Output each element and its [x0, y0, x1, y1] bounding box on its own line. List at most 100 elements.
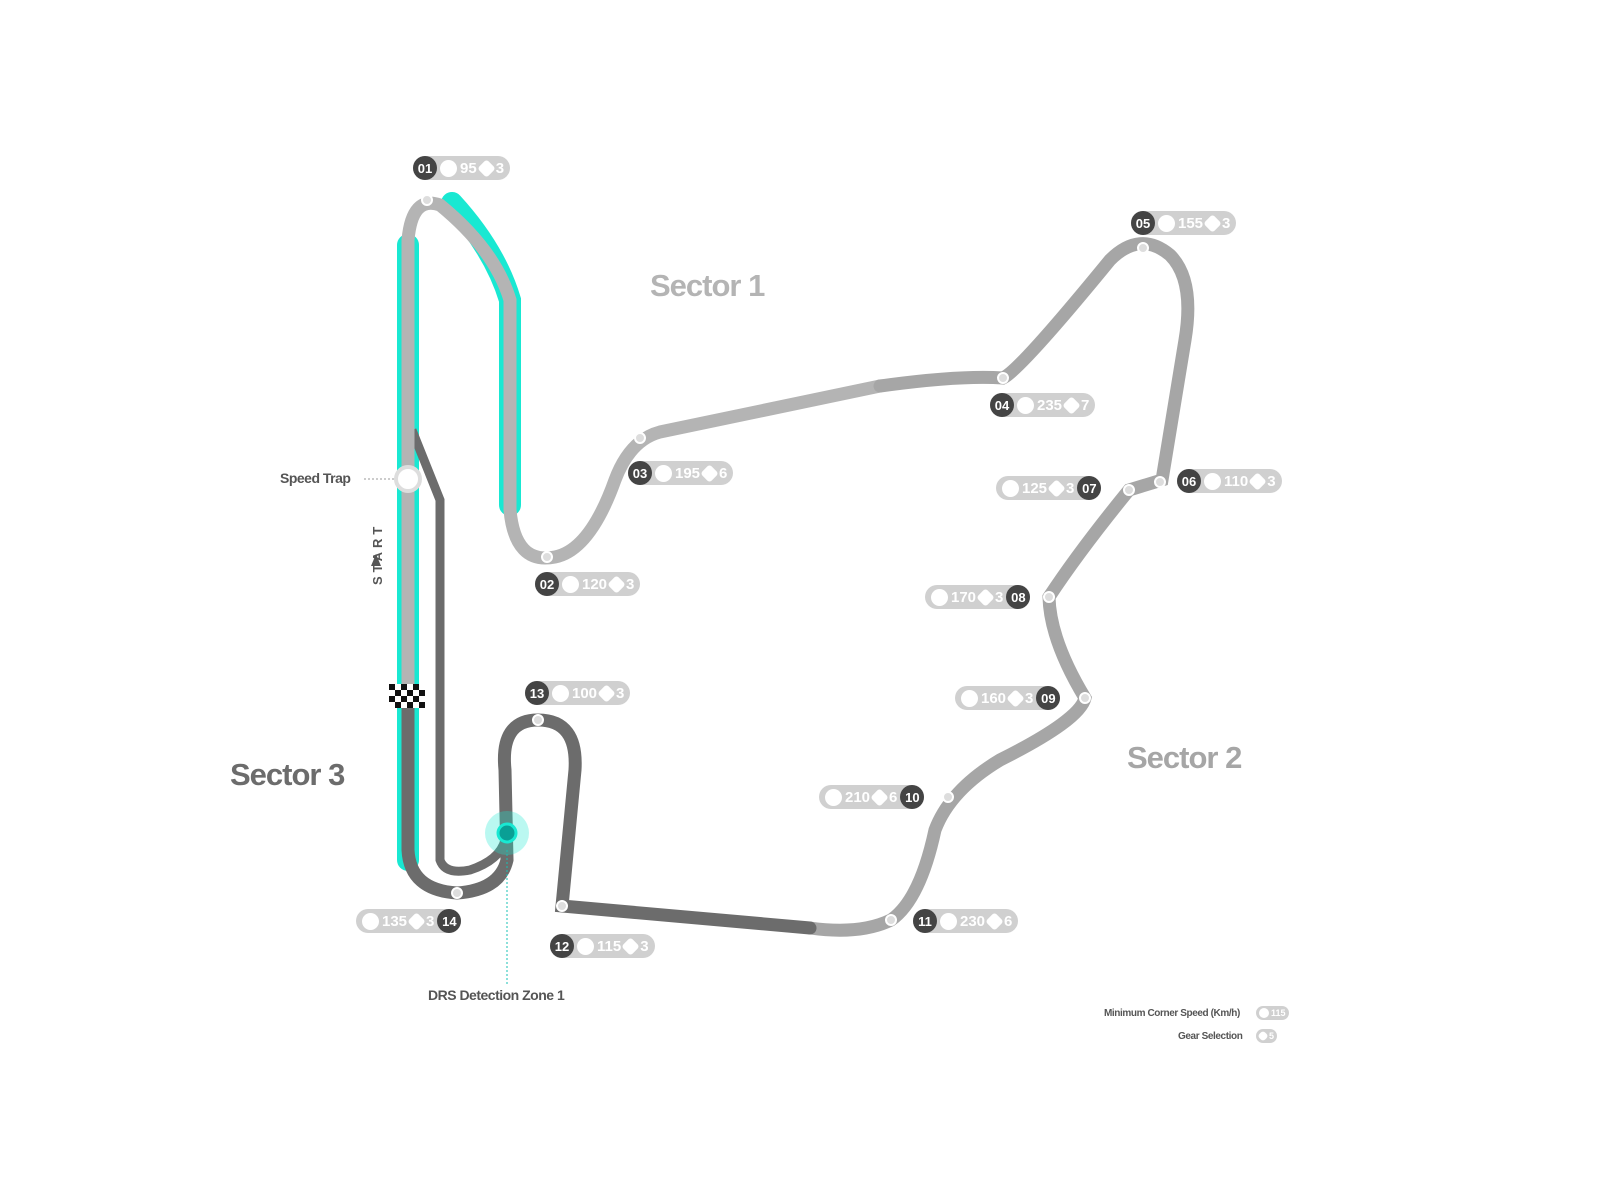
gear-icon: [1062, 395, 1081, 415]
gear-icon: [1203, 213, 1222, 233]
corner-04-info: 04 235 7: [990, 393, 1096, 417]
sector-1-label: Sector 1: [650, 268, 765, 303]
corner-gear: 3: [1025, 689, 1034, 707]
corner-03-marker: [634, 432, 646, 444]
start-arrow-icon: [371, 554, 381, 566]
corner-speed: 160: [981, 689, 1007, 707]
sector-2-label: Sector 2: [1127, 740, 1242, 775]
corner-gear: 3: [616, 684, 625, 702]
gear-icon: [1006, 688, 1025, 708]
corner-speed: 110: [1224, 472, 1249, 490]
corner-gear: 7: [1081, 396, 1090, 414]
start-label: START: [370, 522, 385, 585]
speedometer-icon: [562, 575, 579, 593]
corner-number: 10: [900, 785, 925, 809]
gear-icon: [1257, 1030, 1269, 1042]
corner-gear: 3: [1267, 472, 1276, 490]
corner-speed: 120: [582, 575, 608, 593]
corner-03-info: 03 195 6: [628, 461, 734, 485]
drs-detection-label: DRS Detection Zone 1: [428, 987, 565, 1003]
gear-icon: [1047, 478, 1066, 498]
corner-13-marker: [532, 714, 544, 726]
speedometer-icon: [1204, 472, 1221, 490]
legend-gear-label: Gear Selection: [1178, 1031, 1243, 1042]
corner-gear: 3: [640, 937, 649, 955]
corner-speed: 235: [1037, 396, 1063, 414]
speedometer-icon: [1259, 1008, 1269, 1018]
pit-lane: [407, 428, 510, 876]
corner-gear: 6: [1004, 912, 1013, 930]
corner-11-info: 11 230 6: [913, 909, 1019, 933]
corner-speed: 195: [675, 464, 701, 482]
speedometer-icon: [577, 937, 594, 955]
speed-trap-label: Speed Trap: [280, 470, 351, 486]
corner-speed: 100: [572, 684, 598, 702]
corner-number: 03: [628, 461, 652, 485]
speedometer-icon: [931, 588, 948, 606]
corner-speed: 155: [1178, 214, 1204, 232]
speedometer-icon: [362, 912, 379, 930]
corner-01-marker: [421, 194, 433, 206]
corner-gear: 6: [719, 464, 728, 482]
corner-speed: 210: [845, 788, 871, 806]
corner-10-marker: [942, 791, 954, 803]
corner-speed: 170: [951, 588, 977, 606]
legend-gear-pill: 5: [1256, 1029, 1278, 1043]
corner-gear: 3: [1066, 479, 1075, 497]
gear-icon: [597, 683, 616, 703]
corner-gear: 3: [426, 912, 435, 930]
corner-number: 11: [913, 909, 937, 933]
corner-number: 12: [550, 934, 574, 958]
corner-speed: 95: [460, 159, 477, 177]
gear-icon: [985, 911, 1004, 931]
gear-icon: [607, 574, 626, 594]
corner-12-info: 12 115 3: [550, 934, 655, 958]
corner-05-marker: [1137, 242, 1149, 254]
track-sector-2: [803, 237, 1195, 937]
corner-gear: 3: [1222, 214, 1231, 232]
corner-number: 13: [525, 681, 549, 705]
corner-number: 06: [1177, 469, 1201, 493]
start-finish-flag-icon: [389, 684, 425, 708]
corner-02-marker: [541, 551, 553, 563]
speedometer-icon: [825, 788, 842, 806]
gear-icon: [407, 911, 426, 931]
corner-06-marker: [1154, 476, 1166, 488]
speedometer-icon: [1158, 214, 1175, 232]
legend-gear-value: 5: [1269, 1031, 1275, 1041]
corner-speed: 135: [382, 912, 408, 930]
corner-02-info: 02 120 3: [535, 572, 641, 596]
corner-12-marker: [556, 900, 568, 912]
legend-speed-value: 115: [1271, 1008, 1286, 1018]
speedometer-icon: [552, 684, 569, 702]
corner-gear: 3: [495, 159, 505, 177]
speedometer-icon: [655, 464, 672, 482]
track-sector-3: [401, 688, 817, 935]
legend-speed-pill: 115: [1256, 1006, 1289, 1020]
gear-icon: [621, 936, 640, 956]
gear-icon: [1248, 471, 1267, 491]
corner-08-marker: [1043, 591, 1055, 603]
corner-number: 14: [437, 909, 462, 933]
corner-number: 02: [535, 572, 559, 596]
corner-number: 07: [1077, 476, 1102, 500]
corner-speed: 230: [960, 912, 986, 930]
corner-speed: 115: [597, 937, 622, 955]
gear-icon: [976, 587, 995, 607]
corner-gear: 3: [626, 575, 635, 593]
corner-14-marker: [451, 887, 463, 899]
corner-gear: 6: [889, 788, 898, 806]
gear-icon: [476, 158, 496, 178]
corner-07-marker: [1123, 484, 1135, 496]
corner-number: 04: [990, 393, 1014, 417]
speedometer-icon: [940, 912, 957, 930]
gear-icon: [700, 463, 719, 483]
track-sector-1: [401, 196, 887, 702]
corner-13-info: 13 100 3: [525, 681, 631, 705]
